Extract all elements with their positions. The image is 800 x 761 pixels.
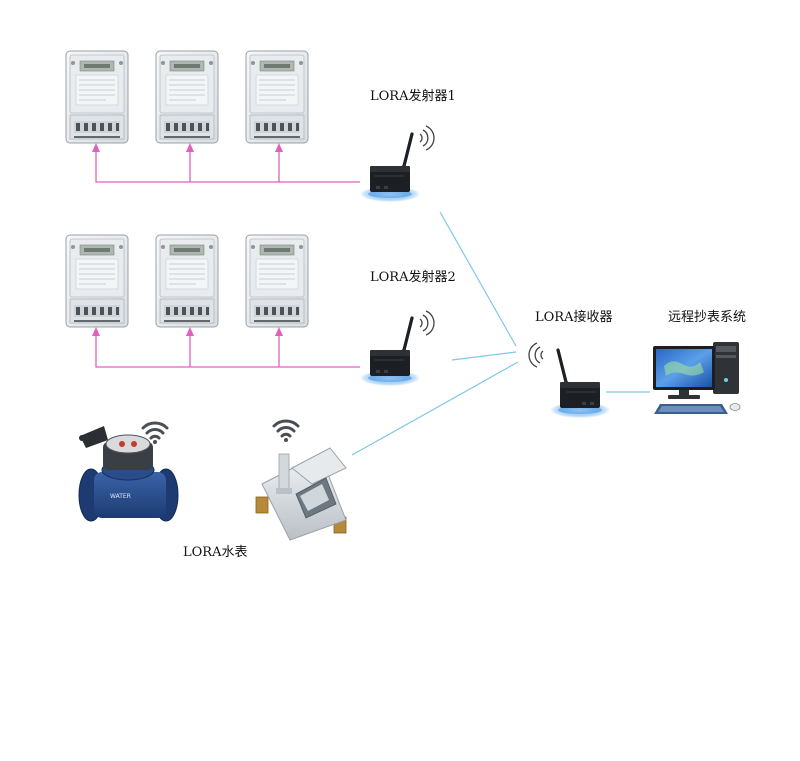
meter-group-1 — [65, 50, 309, 144]
electric-meter-icon — [245, 50, 309, 144]
wifi-signal-icon — [419, 125, 435, 151]
lora-transmitter-2 — [358, 310, 435, 388]
wireless-links — [351, 211, 650, 456]
water-meter-icon — [255, 419, 347, 541]
system-label: 远程抄表系统 — [668, 310, 747, 325]
receiver-label: LORA接收器 — [535, 310, 613, 325]
wired-bus-2 — [92, 327, 360, 368]
lora-receiver — [528, 342, 612, 420]
electric-meter-icon — [155, 50, 219, 144]
wifi-signal-icon — [528, 342, 544, 368]
wired-bus-1 — [92, 143, 360, 183]
electric-meter-icon — [65, 234, 129, 328]
meter-group-2 — [65, 234, 309, 328]
electric-meter-icon — [245, 234, 309, 328]
electric-meter-icon — [65, 50, 129, 144]
lora-device-icon — [358, 132, 422, 204]
transmitter-1-label: LORA发射器1 — [370, 89, 456, 104]
electric-meter-icon — [155, 234, 219, 328]
lora-device-icon — [548, 348, 612, 420]
water-meter-label: LORA水表 — [183, 545, 248, 560]
wifi-signal-icon — [272, 419, 300, 444]
lora-device-icon — [358, 316, 422, 388]
lora-transmitter-1 — [358, 125, 435, 204]
water-meter-icon: WATER — [78, 421, 179, 522]
svg-text:WATER: WATER — [110, 493, 131, 500]
transmitter-2-label: LORA发射器2 — [370, 270, 456, 285]
computer-icon — [653, 342, 741, 414]
wifi-signal-icon — [419, 310, 435, 336]
